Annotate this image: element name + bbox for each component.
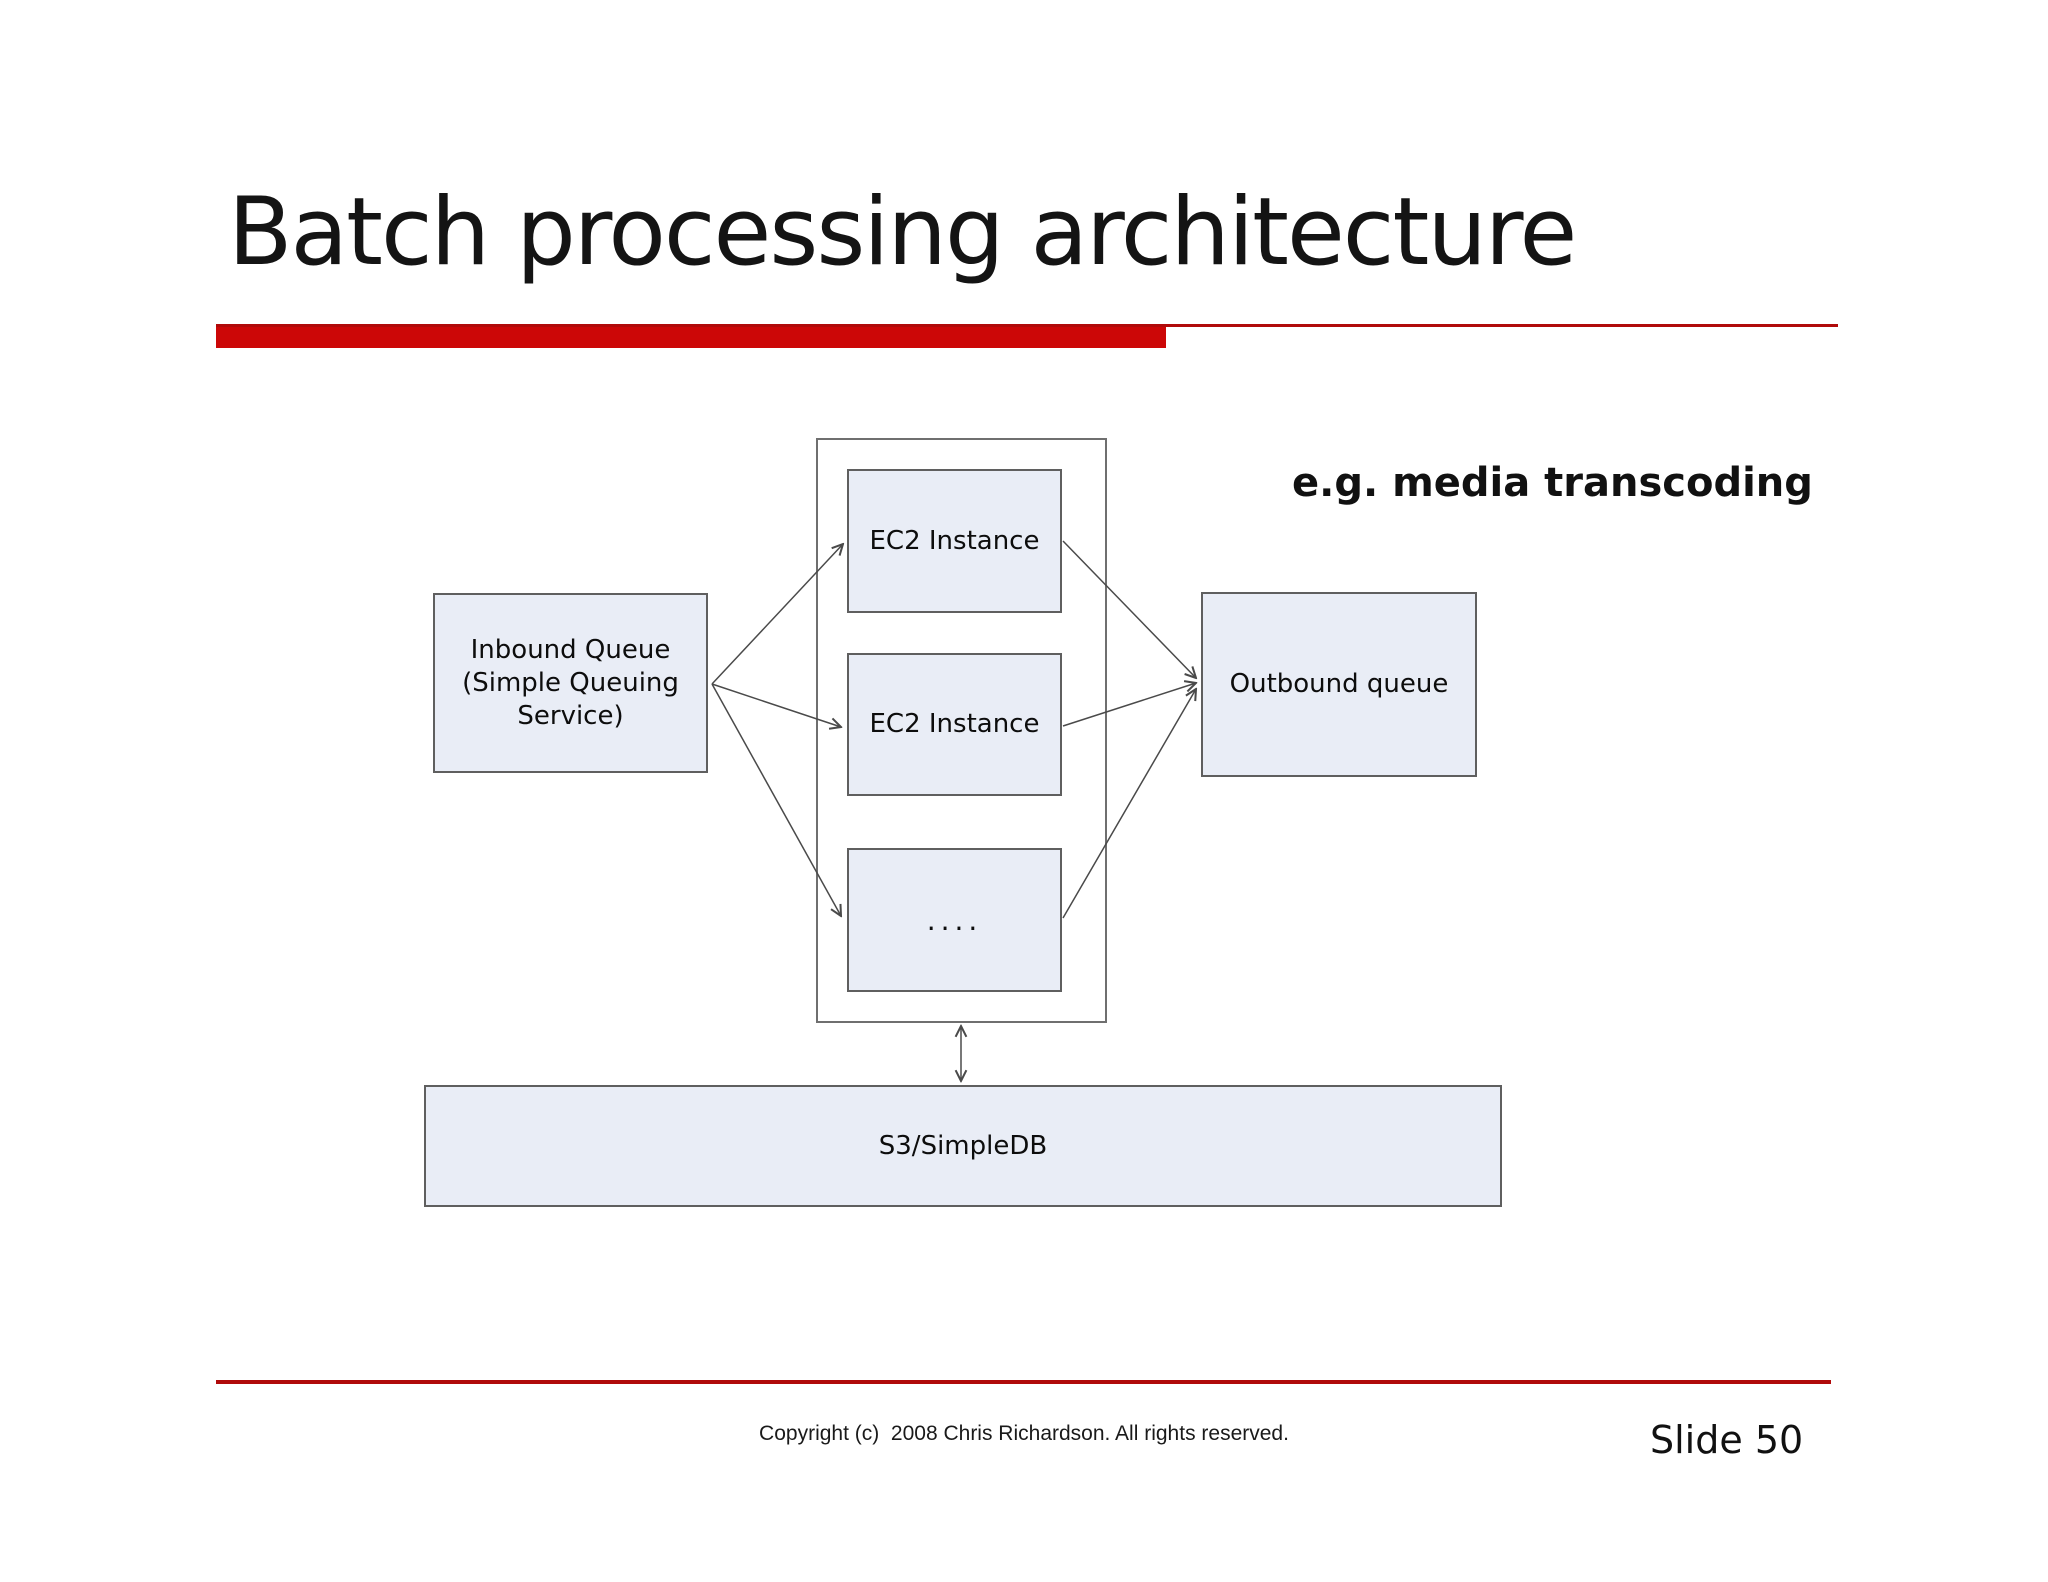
outbound-queue-node: Outbound queue [1201, 592, 1477, 777]
more-instances-label: .... [926, 903, 983, 937]
annotation-example-label: e.g. media transcoding [1292, 460, 1813, 506]
storage-node: S3/SimpleDB [424, 1085, 1502, 1207]
ec2-instance-node-1: EC2 Instance [847, 469, 1062, 613]
title-underline-thin-rule [216, 324, 1838, 327]
ec2-instance-label-2: EC2 Instance [869, 709, 1040, 739]
inbound-queue-label: Inbound Queue (Simple Queuing Service) [462, 634, 679, 733]
title-underline-accent-bar [216, 327, 1166, 348]
inbound-queue-label-line2: (Simple Queuing [462, 667, 679, 698]
inbound-queue-label-line1: Inbound Queue [470, 634, 671, 665]
footer-copyright: Copyright (c) 2008 Chris Richardson. All… [759, 1422, 1289, 1445]
footer-rule [216, 1380, 1831, 1384]
inbound-queue-node: Inbound Queue (Simple Queuing Service) [433, 593, 708, 773]
ec2-instance-label-1: EC2 Instance [869, 525, 1040, 556]
page-title: Batch processing architecture [228, 178, 1577, 287]
more-instances-node: .... [847, 848, 1062, 992]
storage-label: S3/SimpleDB [878, 1130, 1048, 1161]
ec2-instance-node-2: EC2 Instance [847, 653, 1062, 796]
outbound-queue-label: Outbound queue [1229, 669, 1449, 699]
inbound-queue-label-line3: Service) [517, 700, 624, 731]
slide-number: Slide 50 [1650, 1418, 1804, 1462]
